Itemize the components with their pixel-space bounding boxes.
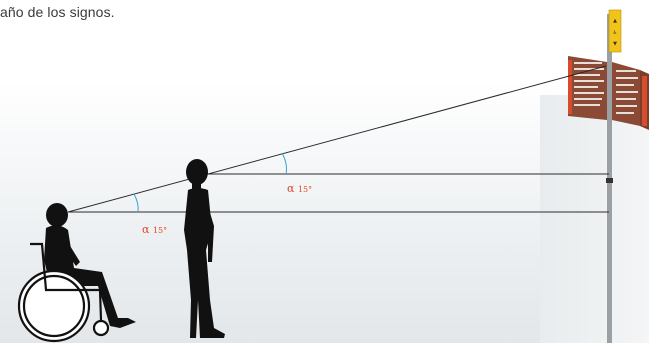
directional-sign-boards bbox=[568, 56, 649, 130]
sight-lines bbox=[67, 65, 609, 213]
svg-text:▼: ▼ bbox=[613, 41, 617, 47]
pole-marker bbox=[606, 178, 613, 183]
svg-text:♿: ♿ bbox=[613, 30, 617, 36]
standing-person-silhouette bbox=[184, 159, 225, 338]
angle-label-wheelchair: α 15° bbox=[142, 223, 167, 236]
angle-arc-standing bbox=[281, 152, 287, 175]
angle-arc-wheelchair bbox=[133, 193, 139, 213]
background-wall bbox=[540, 95, 649, 343]
angle-label-standing: α 15° bbox=[287, 182, 312, 195]
svg-text:▲: ▲ bbox=[613, 18, 617, 24]
caption-text: año de los signos. bbox=[0, 4, 115, 20]
wheelchair-sightline-to-sign bbox=[67, 65, 607, 213]
wheelchair-user-silhouette bbox=[17, 203, 136, 343]
pole-tag: ▲ ♿ ▼ bbox=[608, 9, 622, 53]
